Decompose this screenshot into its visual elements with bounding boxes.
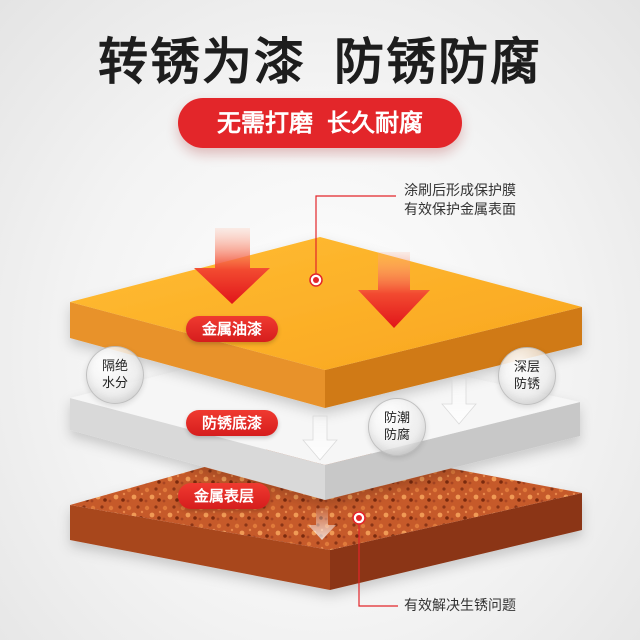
down-arrow-icon [302, 415, 338, 461]
waterproof-badge-line-2: 水分 [101, 376, 128, 391]
bottom-callout-line [358, 518, 398, 607]
top-callout-line [315, 195, 396, 280]
deep-rustproof-badge: 深层 防锈 [498, 347, 556, 405]
anti-corrosion-badge-line-2: 防腐 [383, 428, 410, 443]
deep-rustproof-badge-line-2: 防锈 [513, 377, 540, 392]
subtitle-pill: 无需打磨长久耐腐 [178, 98, 462, 148]
down-arrow-icon [308, 508, 336, 540]
anti-corrosion-badge-line-1: 防潮 [383, 411, 410, 426]
down-arrow-icon [358, 252, 430, 328]
primer-layer-label: 防锈底漆 [186, 410, 278, 436]
title-part-2: 防锈防腐 [334, 33, 542, 91]
paint-layer-label: 金属油漆 [186, 316, 278, 342]
subtitle-part-1: 无需打磨 [217, 109, 313, 137]
callout-dot-icon [352, 511, 366, 525]
top-callout-line-2: 有效保护金属表面 [404, 202, 516, 218]
down-arrow-icon [441, 377, 477, 425]
waterproof-badge-line-1: 隔绝 [101, 359, 128, 374]
title-part-1: 转锈为漆 [98, 33, 306, 91]
page-title: 转锈为漆防锈防腐 [0, 22, 640, 94]
top-callout-text: 涂刷后形成保护膜 有效保护金属表面 [404, 182, 516, 220]
metal-layer-label: 金属表层 [178, 483, 270, 509]
anti-corrosion-badge: 防潮 防腐 [368, 398, 426, 456]
deep-rustproof-badge-line-1: 深层 [513, 360, 540, 375]
bottom-callout-text: 有效解决生锈问题 [404, 598, 516, 614]
callout-dot-icon [309, 273, 323, 287]
down-arrow-icon [194, 228, 270, 304]
top-callout-line-1: 涂刷后形成保护膜 [404, 183, 516, 199]
waterproof-badge: 隔绝 水分 [86, 346, 144, 404]
subtitle-part-2: 长久耐腐 [327, 109, 423, 137]
